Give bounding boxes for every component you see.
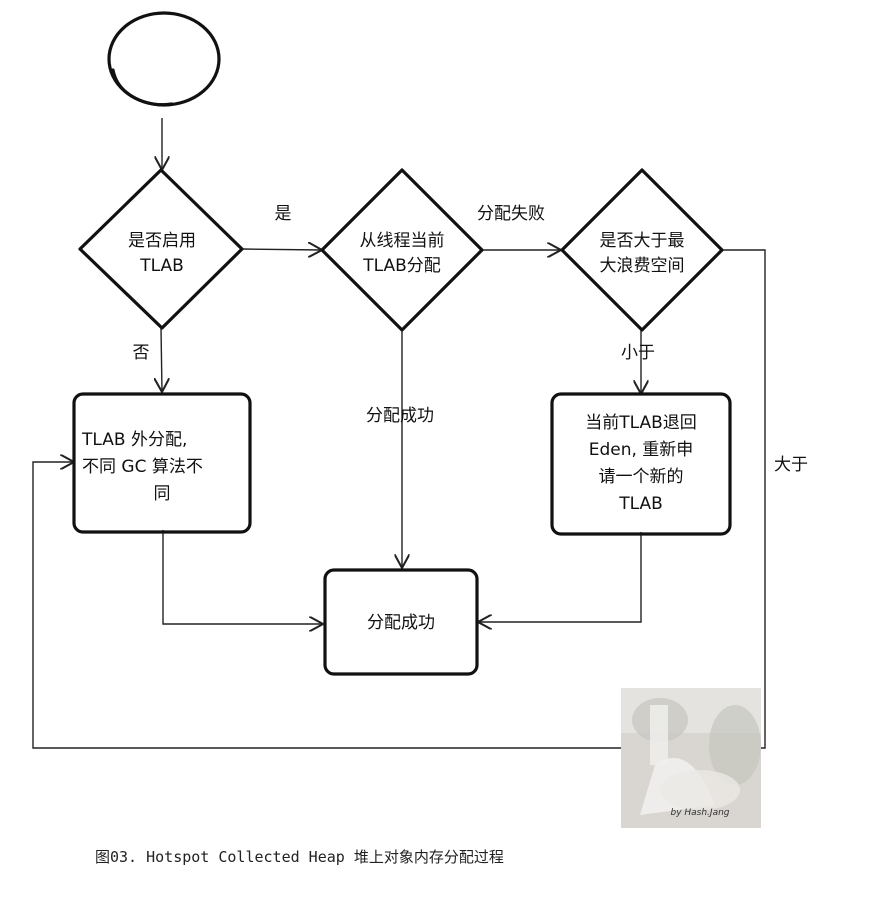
edge-label-yes: 是	[275, 204, 292, 224]
exceeds-max-waste-label-1: 是否大于最	[600, 231, 685, 251]
alloc-success-label: 分配成功	[367, 613, 435, 633]
edge-outside-to-success	[162, 530, 323, 624]
edge-greater-than	[32, 249, 766, 749]
outside-tlab-label-3: 同	[154, 484, 171, 504]
watermark-photo: by Hash.Jang	[621, 688, 761, 828]
retire-tlab-label-1: 当前TLAB退回	[585, 413, 697, 433]
edge-retire-to-success	[478, 532, 642, 622]
watermark-text: by Hash.Jang	[670, 808, 729, 818]
edge-label-alloc-success: 分配成功	[366, 406, 434, 426]
decision-tlab-enabled	[78, 168, 244, 330]
alloc-from-tlab-label-1: 从线程当前	[360, 231, 445, 251]
terminal-alloc-success	[323, 568, 479, 676]
decision-exceeds-max-waste	[560, 168, 724, 332]
exceeds-max-waste-label-2: 大浪费空间	[600, 256, 685, 276]
tlab-enabled-label-2: TLAB	[139, 256, 184, 276]
decision-alloc-from-tlab	[320, 168, 484, 332]
retire-tlab-label-4: TLAB	[618, 494, 663, 514]
retire-tlab-label-3: 请一个新的	[599, 467, 684, 487]
edge-label-less-than: 小于	[621, 343, 655, 363]
outside-tlab-label-2: 不同 GC 算法不	[82, 457, 203, 477]
edge-label-greater-than: 大于	[774, 455, 808, 475]
edge-label-alloc-failed: 分配失败	[477, 204, 545, 224]
figure-caption: 图03. Hotspot Collected Heap 堆上对象内存分配过程	[95, 848, 504, 866]
tlab-enabled-label-1: 是否启用	[128, 231, 196, 251]
process-retire-tlab	[550, 392, 732, 536]
outside-tlab-label-1: TLAB 外分配,	[81, 430, 187, 450]
edge-label-no: 否	[133, 343, 150, 363]
edge-tlab-yes	[242, 249, 322, 250]
alloc-from-tlab-label-2: TLAB分配	[362, 256, 441, 276]
process-outside-tlab	[72, 392, 252, 534]
retire-tlab-label-2: Eden, 重新申	[589, 440, 694, 460]
edge-tlab-no	[161, 327, 162, 392]
